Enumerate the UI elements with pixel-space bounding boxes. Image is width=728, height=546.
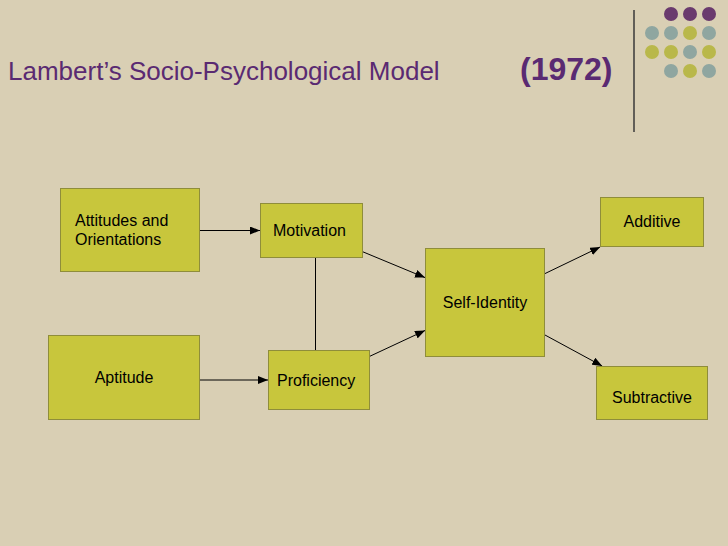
connector-arrow [545, 247, 600, 274]
divider-line [633, 10, 635, 132]
connector-arrow [545, 335, 602, 366]
concept-box: Motivation [260, 203, 363, 258]
concept-box: Attitudes and Orientations [60, 188, 200, 272]
connector-arrow [363, 252, 425, 278]
concept-box: Self-Identity [425, 248, 545, 357]
connector-arrow [200, 380, 268, 381]
box-text: Self-Identity [443, 293, 527, 312]
box-text: Motivation [273, 221, 346, 240]
connector-line [315, 258, 316, 350]
year-label: (1972) [520, 50, 613, 88]
connector-arrow [200, 230, 260, 231]
concept-box: Additive [600, 197, 704, 247]
slide-title: Lambert’s Socio-Psychological Model [8, 56, 440, 86]
dot-grid [645, 7, 716, 78]
concept-box: Proficiency [268, 350, 370, 410]
box-text: Proficiency [277, 371, 355, 390]
box-text: Attitudes and Orientations [75, 211, 191, 249]
concept-box: Aptitude [48, 335, 200, 420]
box-text: Additive [624, 212, 681, 231]
box-text: Aptitude [95, 368, 154, 387]
concept-box: Subtractive [596, 366, 708, 420]
connector-arrow [370, 331, 425, 357]
box-text: Subtractive [612, 388, 692, 407]
